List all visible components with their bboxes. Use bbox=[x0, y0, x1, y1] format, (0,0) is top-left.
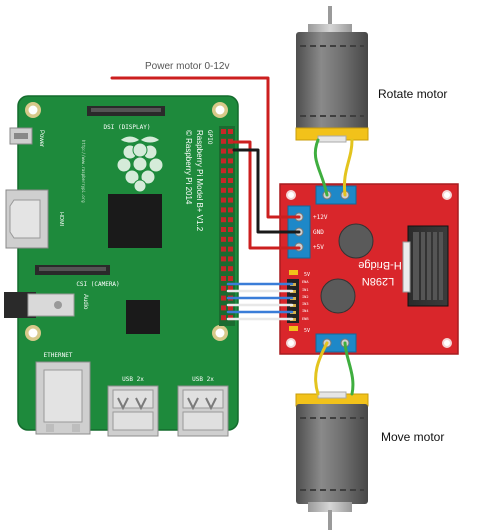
gpio-pin bbox=[221, 227, 226, 232]
rotate-motor bbox=[295, 6, 369, 143]
usb-left-label: USB 2x bbox=[122, 376, 144, 383]
gpio-pin bbox=[221, 236, 226, 242]
driver-mount-holes bbox=[286, 190, 452, 348]
raspberry-logo bbox=[116, 135, 164, 193]
jumper-ena bbox=[289, 270, 298, 275]
gpio-pin bbox=[221, 295, 226, 301]
gpio-pin bbox=[221, 197, 226, 203]
gpio-pin bbox=[228, 158, 233, 164]
gpio-pin bbox=[228, 315, 233, 321]
in4-label: IN4 bbox=[302, 309, 309, 313]
gpio-pin bbox=[221, 217, 226, 223]
rotate-motor-shaft bbox=[328, 6, 332, 32]
l298n-driver-board: L298N H-Bridge +12V GND +5V 5V 5V bbox=[279, 183, 459, 355]
motor-b-terminal bbox=[315, 333, 357, 353]
gpio-pin bbox=[221, 148, 226, 154]
move-motor-label: Move motor bbox=[381, 430, 444, 444]
enb-label: ENB bbox=[302, 317, 309, 321]
gpio-pin bbox=[228, 129, 233, 134]
gpio-pin bbox=[221, 305, 226, 311]
gpio-pin bbox=[221, 187, 226, 193]
pi-mount-holes bbox=[25, 102, 228, 341]
move-motor-body bbox=[296, 404, 368, 504]
gpio-pin bbox=[221, 129, 226, 134]
hdmi-label: HDMI bbox=[58, 212, 64, 227]
gpio-pin bbox=[228, 256, 233, 262]
pi-model-line1: Raspberry Pi Model B+ V1.2 bbox=[195, 130, 204, 232]
gpio-pin bbox=[228, 246, 233, 252]
gpio-pin bbox=[228, 236, 233, 242]
gpio-pin bbox=[228, 168, 233, 174]
terminal-5v-label: +5V bbox=[313, 244, 324, 251]
raspberry-pi-board: DSI (DISPLAY) http://www.raspberrypi.org… bbox=[4, 95, 239, 437]
gpio-pin bbox=[221, 158, 226, 164]
power-label: Power bbox=[38, 130, 44, 147]
gpio-pin bbox=[228, 276, 233, 281]
rotate-motor-wire-yellow bbox=[342, 138, 354, 197]
gpio-pin bbox=[221, 178, 226, 183]
terminal-gnd-label: GND bbox=[313, 229, 324, 236]
pi-5v-wire bbox=[232, 140, 301, 250]
gpio-pin bbox=[228, 178, 233, 183]
terminal-12v-label: +12V bbox=[313, 214, 328, 221]
jumper-enb bbox=[289, 326, 298, 331]
gpio-pin bbox=[228, 138, 233, 144]
gpio-pin bbox=[221, 168, 226, 174]
heatsink bbox=[402, 225, 449, 307]
gpio-header bbox=[219, 126, 235, 326]
gpio-pin bbox=[221, 246, 226, 252]
power-motor-label: Power motor 0-12v bbox=[145, 61, 229, 72]
move-motor bbox=[295, 391, 369, 530]
gpio-pin bbox=[228, 187, 233, 193]
gpio-pin bbox=[221, 315, 226, 321]
gpio-pin bbox=[228, 266, 233, 272]
gpio-pin bbox=[221, 266, 226, 272]
usb-right-label: USB 2x bbox=[192, 376, 214, 383]
rotate-motor-body bbox=[296, 32, 368, 130]
gpio-pin bbox=[221, 138, 226, 144]
capacitor-top bbox=[338, 223, 374, 259]
dsi-label: DSI (DISPLAY) bbox=[104, 124, 151, 131]
audio-label: Audio bbox=[82, 294, 88, 310]
soc-chip bbox=[108, 194, 162, 248]
motor-a-terminal bbox=[315, 185, 357, 205]
gpio-pin bbox=[228, 285, 233, 291]
gpio-label: GPIO bbox=[206, 130, 213, 145]
gpio-pin bbox=[228, 217, 233, 223]
gnd-wire bbox=[232, 148, 301, 234]
move-motor-shaft bbox=[328, 510, 332, 530]
gpio-pin bbox=[228, 227, 233, 232]
gpio-pin bbox=[221, 207, 226, 213]
in1-label: IN1 bbox=[302, 288, 309, 292]
gpio-pin bbox=[221, 256, 226, 262]
rotate-motor-label: Rotate motor bbox=[378, 87, 447, 101]
driver-name: L298N bbox=[362, 275, 394, 287]
move-motor-wire-green bbox=[343, 341, 355, 396]
move-motor-wire-yellow bbox=[314, 341, 329, 396]
wires bbox=[110, 76, 355, 396]
driver-subname: H-Bridge bbox=[358, 259, 401, 271]
ena-label: ENA bbox=[302, 280, 309, 284]
gpio-pin bbox=[221, 285, 226, 291]
usb-controller-chip bbox=[126, 300, 160, 334]
capacitor-bottom bbox=[320, 278, 356, 314]
gpio-pin bbox=[228, 148, 233, 154]
csi-label: CSI (CAMERA) bbox=[76, 281, 119, 288]
driver-input-header bbox=[287, 279, 299, 323]
in3-label: IN3 bbox=[302, 302, 309, 306]
gpio-pin bbox=[228, 305, 233, 311]
five-v-bottom-label: 5V bbox=[304, 328, 310, 334]
five-v-top-label: 5V bbox=[304, 272, 310, 278]
power-motor-wire bbox=[110, 76, 301, 219]
in2-label: IN2 bbox=[302, 295, 309, 299]
gpio-pin bbox=[221, 276, 226, 281]
rotate-motor-wire-green bbox=[313, 138, 329, 197]
ethernet-label: ETHERNET bbox=[44, 352, 73, 359]
pi-model-line2: © Raspberry Pi 2014 bbox=[184, 130, 193, 205]
gpio-pin bbox=[228, 207, 233, 213]
gpio-pin bbox=[228, 197, 233, 203]
pi-url: http://www.raspberrypi.org bbox=[81, 140, 86, 203]
